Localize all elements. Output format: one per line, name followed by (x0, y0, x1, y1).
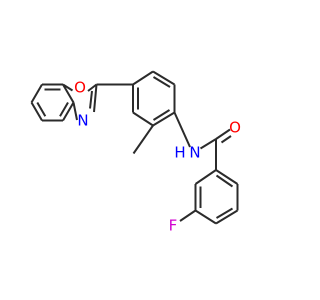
fluorophenyl-ring (194, 169, 239, 225)
bond (62, 83, 74, 92)
methyl-bond (132, 124, 154, 155)
bond (215, 169, 239, 185)
fluorine-bond (179, 209, 197, 222)
central-phenyl-ring (132, 70, 176, 127)
bond (62, 83, 75, 104)
carbonyl-bond (215, 128, 231, 140)
bond (132, 111, 154, 127)
oxazole-oxygen-label: O (74, 79, 86, 97)
bond (194, 169, 217, 185)
oxazole-nitrogen-label: N (77, 112, 88, 130)
bond (30, 83, 43, 104)
bond (30, 101, 43, 122)
bond (62, 101, 75, 122)
bond (152, 70, 176, 86)
double-bond-inner (59, 101, 69, 117)
double-bond-inner (215, 207, 234, 219)
bond (132, 70, 154, 86)
amide-hydrogen-label: H (174, 144, 185, 162)
bond (173, 112, 191, 148)
double-bond-inner (89, 90, 93, 109)
bond (72, 102, 78, 121)
carbonyl-bond-second (220, 135, 232, 144)
molecule-structure-diagram: O N N H O F (30, 70, 241, 235)
bond (194, 209, 217, 225)
double-bond-inner (152, 109, 171, 121)
bond (87, 83, 98, 92)
bond (199, 138, 217, 150)
double-bond-inner (215, 174, 234, 188)
amide-nitrogen-label: N (189, 144, 200, 162)
benzoxazole-benzene-ring (30, 83, 75, 122)
double-bond-inner (152, 76, 171, 88)
bond (215, 209, 239, 225)
bond (152, 111, 176, 127)
oxazole-ring (62, 83, 98, 121)
bond (93, 84, 98, 113)
fluorine-label: F (169, 217, 178, 235)
carbonyl-oxygen-label: O (229, 119, 241, 137)
double-bond-inner (36, 101, 47, 117)
